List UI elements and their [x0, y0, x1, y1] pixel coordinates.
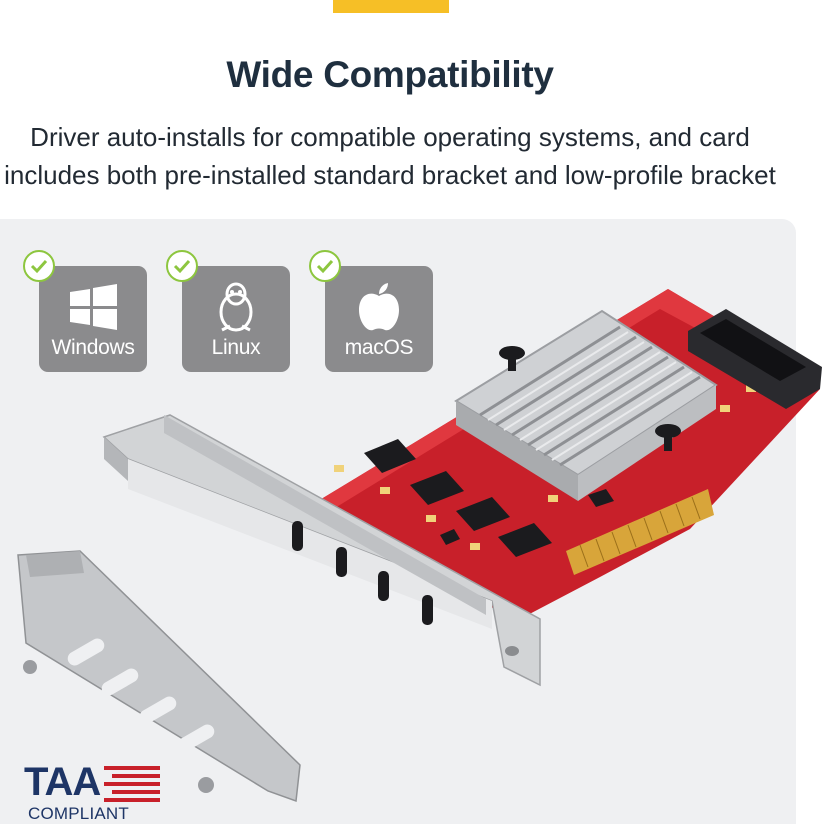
subtitle-line-2: includes both pre-installed standard bra…	[4, 160, 776, 190]
controller-chips	[364, 439, 614, 557]
sata-power-connector	[688, 309, 822, 409]
windows-logo-icon	[70, 284, 117, 330]
taa-subtitle: COMPLIANT	[28, 804, 129, 823]
usb-c-ports	[292, 521, 433, 625]
flag-stripes-icon	[104, 766, 160, 802]
subtitle-line-1: Driver auto-installs for compatible oper…	[30, 122, 750, 152]
os-tile-windows: Windows	[39, 266, 147, 372]
os-tile-macos: macOS	[325, 266, 433, 372]
page-subtitle: Driver auto-installs for compatible oper…	[0, 118, 780, 194]
taa-acronym: TAA	[24, 760, 101, 804]
checkmark-icon	[23, 250, 55, 282]
low-profile-bracket	[17, 550, 301, 803]
os-tile-label: Linux	[211, 336, 261, 359]
page-title: Wide Compatibility	[226, 54, 554, 95]
checkmark-icon	[166, 250, 198, 282]
os-tile-linux: Linux	[182, 266, 290, 372]
os-tile-label: macOS	[344, 336, 414, 359]
os-tile-label: Windows	[51, 336, 135, 359]
checkmark-icon	[309, 250, 341, 282]
pcie-card-illustration	[17, 289, 822, 803]
linux-penguin-icon	[219, 282, 253, 332]
taa-compliant-badge: TAA COMPLIANT	[24, 760, 164, 824]
heatsink	[454, 309, 718, 501]
apple-logo-icon	[359, 283, 399, 331]
accent-bar	[333, 0, 449, 13]
full-height-bracket	[102, 414, 541, 687]
heatsink-pins	[499, 346, 681, 451]
